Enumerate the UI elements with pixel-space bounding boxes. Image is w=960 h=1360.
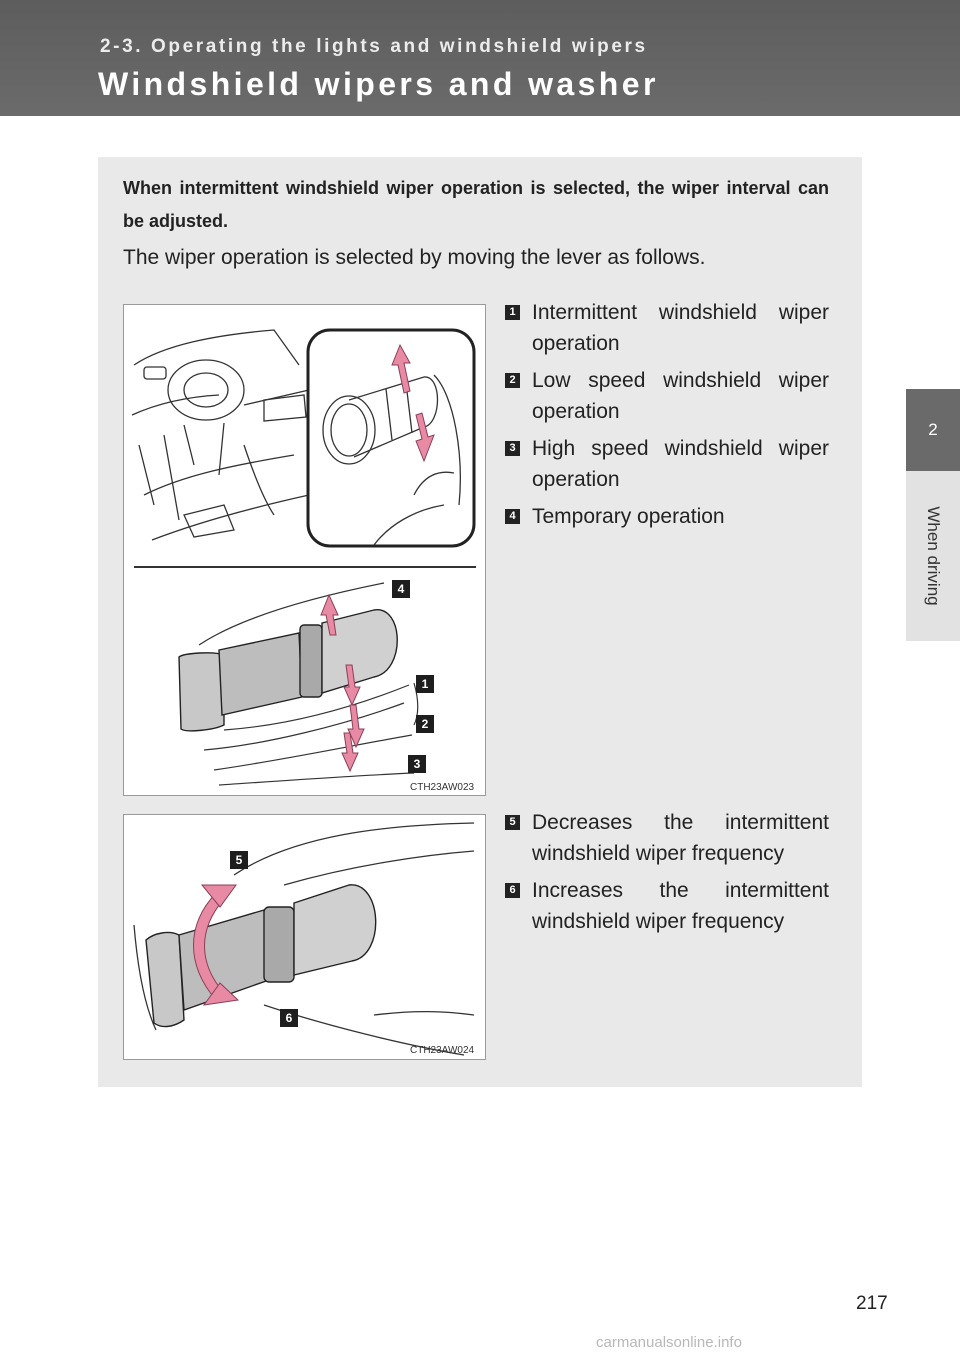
figure2-callout: 6 [280, 1009, 298, 1027]
operation-item: 2 Low speed windshield wiper operation [505, 365, 829, 427]
operation-item: 4 Temporary operation [505, 501, 829, 532]
step-badge: 4 [505, 509, 520, 524]
step-badge: 2 [505, 373, 520, 388]
section-label: 2-3. Operating the lights and windshield… [100, 36, 648, 57]
page-number: 217 [856, 1293, 888, 1314]
lever-operation-illustration [131, 328, 476, 786]
step-badge: 3 [505, 441, 520, 456]
step-badge: 6 [505, 883, 520, 898]
selection-note: The wiper operation is selected by movin… [123, 246, 706, 269]
chapter-label-text: When driving [924, 506, 943, 606]
frequency-adjust-illustration [133, 822, 475, 1056]
frequency-item: 5 Decreases the intermittent windshield … [505, 807, 829, 869]
figure1-code: CTH23AW023 [410, 782, 475, 793]
page-header: 2-3. Operating the lights and windshield… [0, 0, 960, 116]
figure-frequency-adjust: 5 6 CTH23AW024 [123, 814, 486, 1060]
wiper-operation-list: 1 Intermittent windshield wiper operatio… [505, 297, 829, 538]
operation-item: 1 Intermittent windshield wiper operatio… [505, 297, 829, 359]
operation-text: Intermittent windshield wiper operation [532, 301, 829, 355]
operation-text: High speed windshield wiper operation [532, 437, 829, 491]
operation-text: Low speed windshield wiper operation [532, 369, 829, 423]
operation-text: Temporary operation [532, 505, 725, 528]
figure1-callout: 4 [392, 580, 410, 598]
figure1-callout: 2 [416, 715, 434, 733]
operation-item: 3 High speed windshield wiper operation [505, 433, 829, 495]
intro-text: When intermittent windshield wiper opera… [123, 178, 829, 231]
figure1-callout: 1 [416, 675, 434, 693]
frequency-item: 6 Increases the intermittent windshield … [505, 875, 829, 937]
figure1-callout: 3 [408, 755, 426, 773]
frequency-text: Decreases the intermittent windshield wi… [532, 811, 829, 865]
chapter-tab-label[interactable]: When driving [906, 471, 960, 641]
step-badge: 5 [505, 815, 520, 830]
figure-lever-operation: 4 1 2 3 CTH23AW023 [123, 304, 486, 796]
figure2-callout: 5 [230, 851, 248, 869]
frequency-text: Increases the intermittent windshield wi… [532, 879, 829, 933]
figure2-code: CTH23AW024 [410, 1045, 475, 1056]
step-badge: 1 [505, 305, 520, 320]
chapter-tab-number[interactable]: 2 [906, 389, 960, 471]
page-title: Windshield wipers and washer [98, 66, 659, 102]
frequency-list: 5 Decreases the intermittent windshield … [505, 807, 829, 943]
watermark: carmanualsonline.info [596, 1334, 742, 1351]
